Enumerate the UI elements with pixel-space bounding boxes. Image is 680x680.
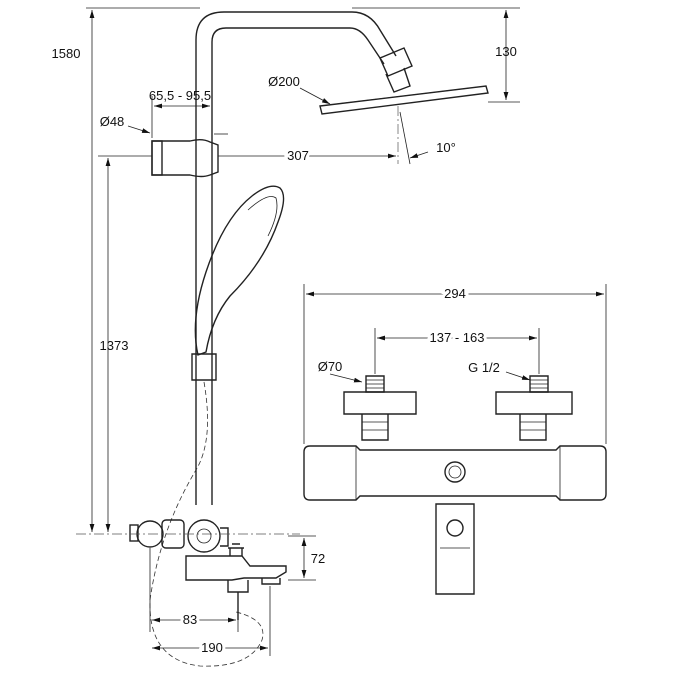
- column-dimensions: 1580 1373 130 Ø200 65,5 - 95,5 Ø48 307 1…: [52, 7, 520, 658]
- diverter-block: [129, 519, 229, 553]
- dim-inlet-spacing: 137 - 163: [430, 330, 485, 345]
- head-top-plate: [335, 87, 471, 105]
- dim-head-drop: 130: [495, 44, 517, 59]
- mixer-spout: [435, 503, 475, 595]
- hand-shower: [194, 185, 285, 356]
- mixer-body: [303, 445, 607, 501]
- left-inlet: [343, 375, 417, 441]
- shower-hose: [149, 381, 264, 667]
- spout-tip: [261, 578, 281, 585]
- mixer-outlet: [444, 461, 466, 483]
- dim-bar-height: 1373: [100, 338, 129, 353]
- spout-handle: [228, 543, 244, 556]
- riser-pipe: [195, 11, 397, 505]
- dim-tilt-angle: 10°: [436, 140, 456, 155]
- dim-spout-offset: 83: [183, 612, 197, 627]
- thermostatic-mixer: [303, 375, 607, 595]
- hand-shower-holder: [191, 353, 217, 381]
- dim-spout-height: 72: [311, 551, 325, 566]
- head-connector: [379, 47, 413, 93]
- wall-bracket: [151, 139, 219, 178]
- dim-rosette-diameter: Ø70: [318, 359, 343, 374]
- right-inlet: [495, 375, 573, 441]
- bath-spout: [185, 555, 287, 581]
- riser-pipe-inner: [211, 27, 385, 505]
- dim-total-height: 1580: [52, 46, 81, 61]
- hand-shower-face: [247, 196, 278, 237]
- dim-bracket-range: 65,5 - 95,5: [149, 88, 211, 103]
- dim-pipe-diameter: Ø48: [100, 114, 125, 129]
- mixer-dimensions: 294 137 - 163 Ø70 G 1/2: [303, 283, 607, 444]
- dim-head-diameter: Ø200: [268, 74, 300, 89]
- dim-mixer-width: 294: [444, 286, 466, 301]
- overhead-shower-head: [319, 85, 489, 115]
- dim-arm-reach: 307: [287, 148, 309, 163]
- dim-spout-reach: 190: [201, 640, 223, 655]
- dim-thread-size: G 1/2: [468, 360, 500, 375]
- bracket-base: [151, 140, 163, 176]
